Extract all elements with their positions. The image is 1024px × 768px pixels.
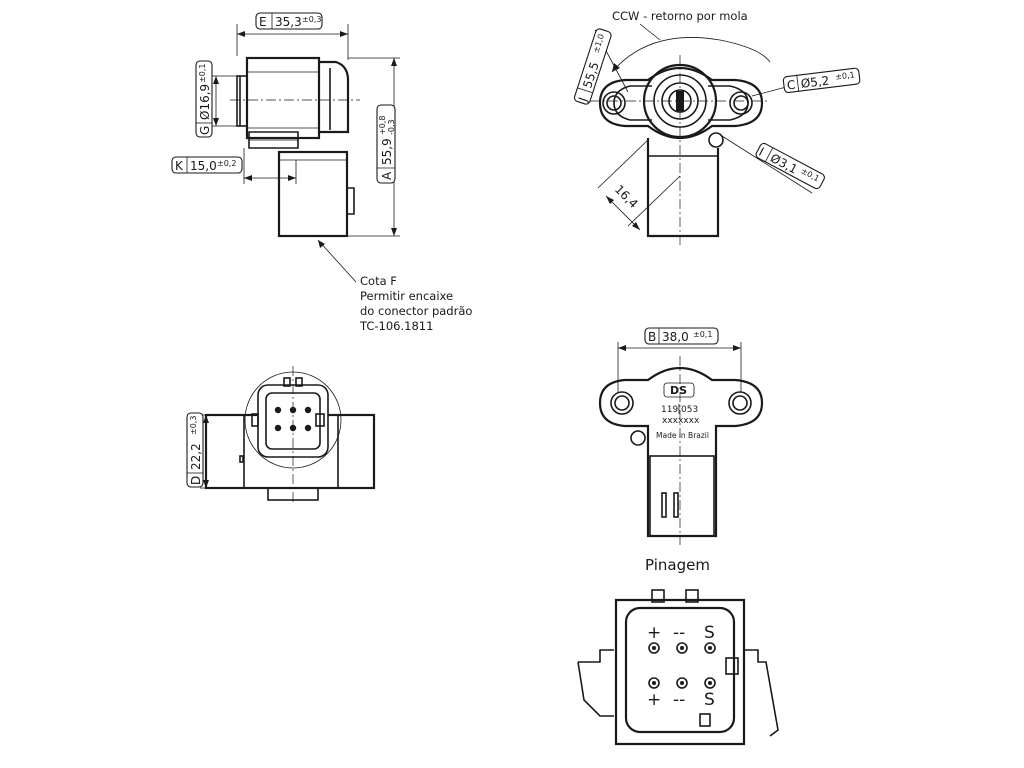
dim-K-letter: K bbox=[175, 159, 184, 173]
top-hole-right bbox=[729, 91, 753, 115]
ccw-arc bbox=[611, 37, 771, 73]
top-hole-left bbox=[602, 91, 626, 115]
connector-end-view bbox=[200, 366, 376, 505]
dim-C-tol: ±0,1 bbox=[835, 70, 855, 81]
side-view bbox=[212, 24, 400, 283]
dim-A-tol-minus: -0,3 bbox=[387, 119, 396, 135]
part-code: xxxxxxx bbox=[662, 416, 700, 426]
ds-logo-frame bbox=[663, 382, 695, 398]
dim-B-tol: ±0,1 bbox=[693, 330, 712, 339]
pin-top-plus: + bbox=[647, 623, 661, 643]
dim-E: E 35,3 ±0,3 bbox=[255, 12, 323, 30]
top-connector bbox=[646, 138, 720, 238]
side-connector bbox=[277, 150, 349, 238]
label-hole-right bbox=[728, 391, 752, 415]
ds-logo: DS bbox=[670, 384, 687, 397]
dim-E-value: 35,3 bbox=[275, 15, 302, 29]
dim-K-value: 15,0 bbox=[190, 159, 217, 173]
cota-f-line-4: TC-106.1811 bbox=[359, 319, 433, 333]
pin-bottom-signal: S bbox=[704, 690, 715, 710]
dim-D-letter: D bbox=[189, 476, 203, 485]
dim-C: C Ø5,2 ±0,1 bbox=[782, 67, 861, 94]
part-number-b: 053 bbox=[681, 405, 698, 415]
top-view bbox=[590, 23, 813, 245]
pin-bottom-minus: -- bbox=[673, 690, 685, 710]
dim-B-value: 38,0 bbox=[662, 330, 689, 344]
dim-A-letter: A bbox=[380, 171, 394, 180]
dim-A: A 55,9 +0,8 -0,3 bbox=[376, 104, 396, 184]
side-head-body bbox=[245, 56, 321, 140]
dim-E-letter: E bbox=[259, 15, 267, 29]
dim-C-value: Ø5,2 bbox=[800, 74, 830, 91]
label-hole-left bbox=[610, 391, 634, 415]
dim-G-tol: ±0,1 bbox=[198, 64, 207, 83]
pinout-view bbox=[577, 589, 779, 746]
dim-B: B 38,0 ±0,1 bbox=[644, 327, 719, 345]
pin-grid bbox=[648, 642, 716, 689]
dim-E-tol: ±0,3 bbox=[302, 15, 321, 24]
pinout-socket bbox=[624, 606, 736, 734]
side-flange bbox=[236, 75, 248, 127]
dim-J-letter: J bbox=[576, 96, 591, 105]
pin-top-minus: -- bbox=[673, 623, 685, 643]
side-cap bbox=[319, 60, 350, 134]
dim-B-letter: B bbox=[648, 330, 656, 344]
dim-D: D 22,2 ±0,3 bbox=[186, 412, 204, 488]
dim-J: J 55,5 ±1,0 bbox=[573, 28, 612, 105]
pin-top-signal: S bbox=[704, 623, 715, 643]
dim-K-tol: ±0,2 bbox=[217, 159, 236, 168]
dim-A-tol-plus: +0,8 bbox=[378, 116, 387, 135]
label-view: DS bbox=[598, 342, 764, 545]
dim-C-letter: C bbox=[786, 78, 796, 93]
pin-bottom-plus: + bbox=[647, 690, 661, 710]
dim-D-tol: ±0,3 bbox=[189, 416, 198, 435]
cota-f-note: Cota F Permitir encaixe do conector padr… bbox=[359, 274, 472, 333]
label-body-outline bbox=[598, 367, 764, 538]
pinout-connector-outer bbox=[614, 598, 746, 746]
dim-G-value: Ø16,9 bbox=[198, 84, 212, 120]
dim-D-value: 22,2 bbox=[189, 443, 203, 470]
part-number-a: 119 bbox=[661, 405, 678, 415]
dim-G: G Ø16,9 ±0,1 bbox=[195, 60, 213, 138]
dim-A-value: 55,9 bbox=[380, 138, 394, 165]
ccw-note: CCW - retorno por mola bbox=[612, 9, 748, 23]
dim-I-value: Ø3,1 bbox=[768, 151, 800, 177]
dim-G-letter: G bbox=[198, 126, 212, 135]
dim-I: I Ø3,1 ±0,1 bbox=[755, 142, 825, 190]
side-tab bbox=[248, 131, 299, 149]
cota-f-line-3: do conector padrão bbox=[360, 304, 472, 318]
cota-f-line-1: Cota F bbox=[360, 274, 397, 288]
top-flange bbox=[598, 67, 764, 139]
dim-I-letter: I bbox=[756, 145, 766, 159]
top-small-hole bbox=[708, 132, 724, 148]
cota-f-line-2: Permitir encaixe bbox=[360, 289, 453, 303]
pinout-title: Pinagem bbox=[645, 556, 710, 574]
made-in-label: Made in Brazil bbox=[656, 431, 709, 440]
dim-K: K 15,0 ±0,2 bbox=[171, 156, 243, 174]
